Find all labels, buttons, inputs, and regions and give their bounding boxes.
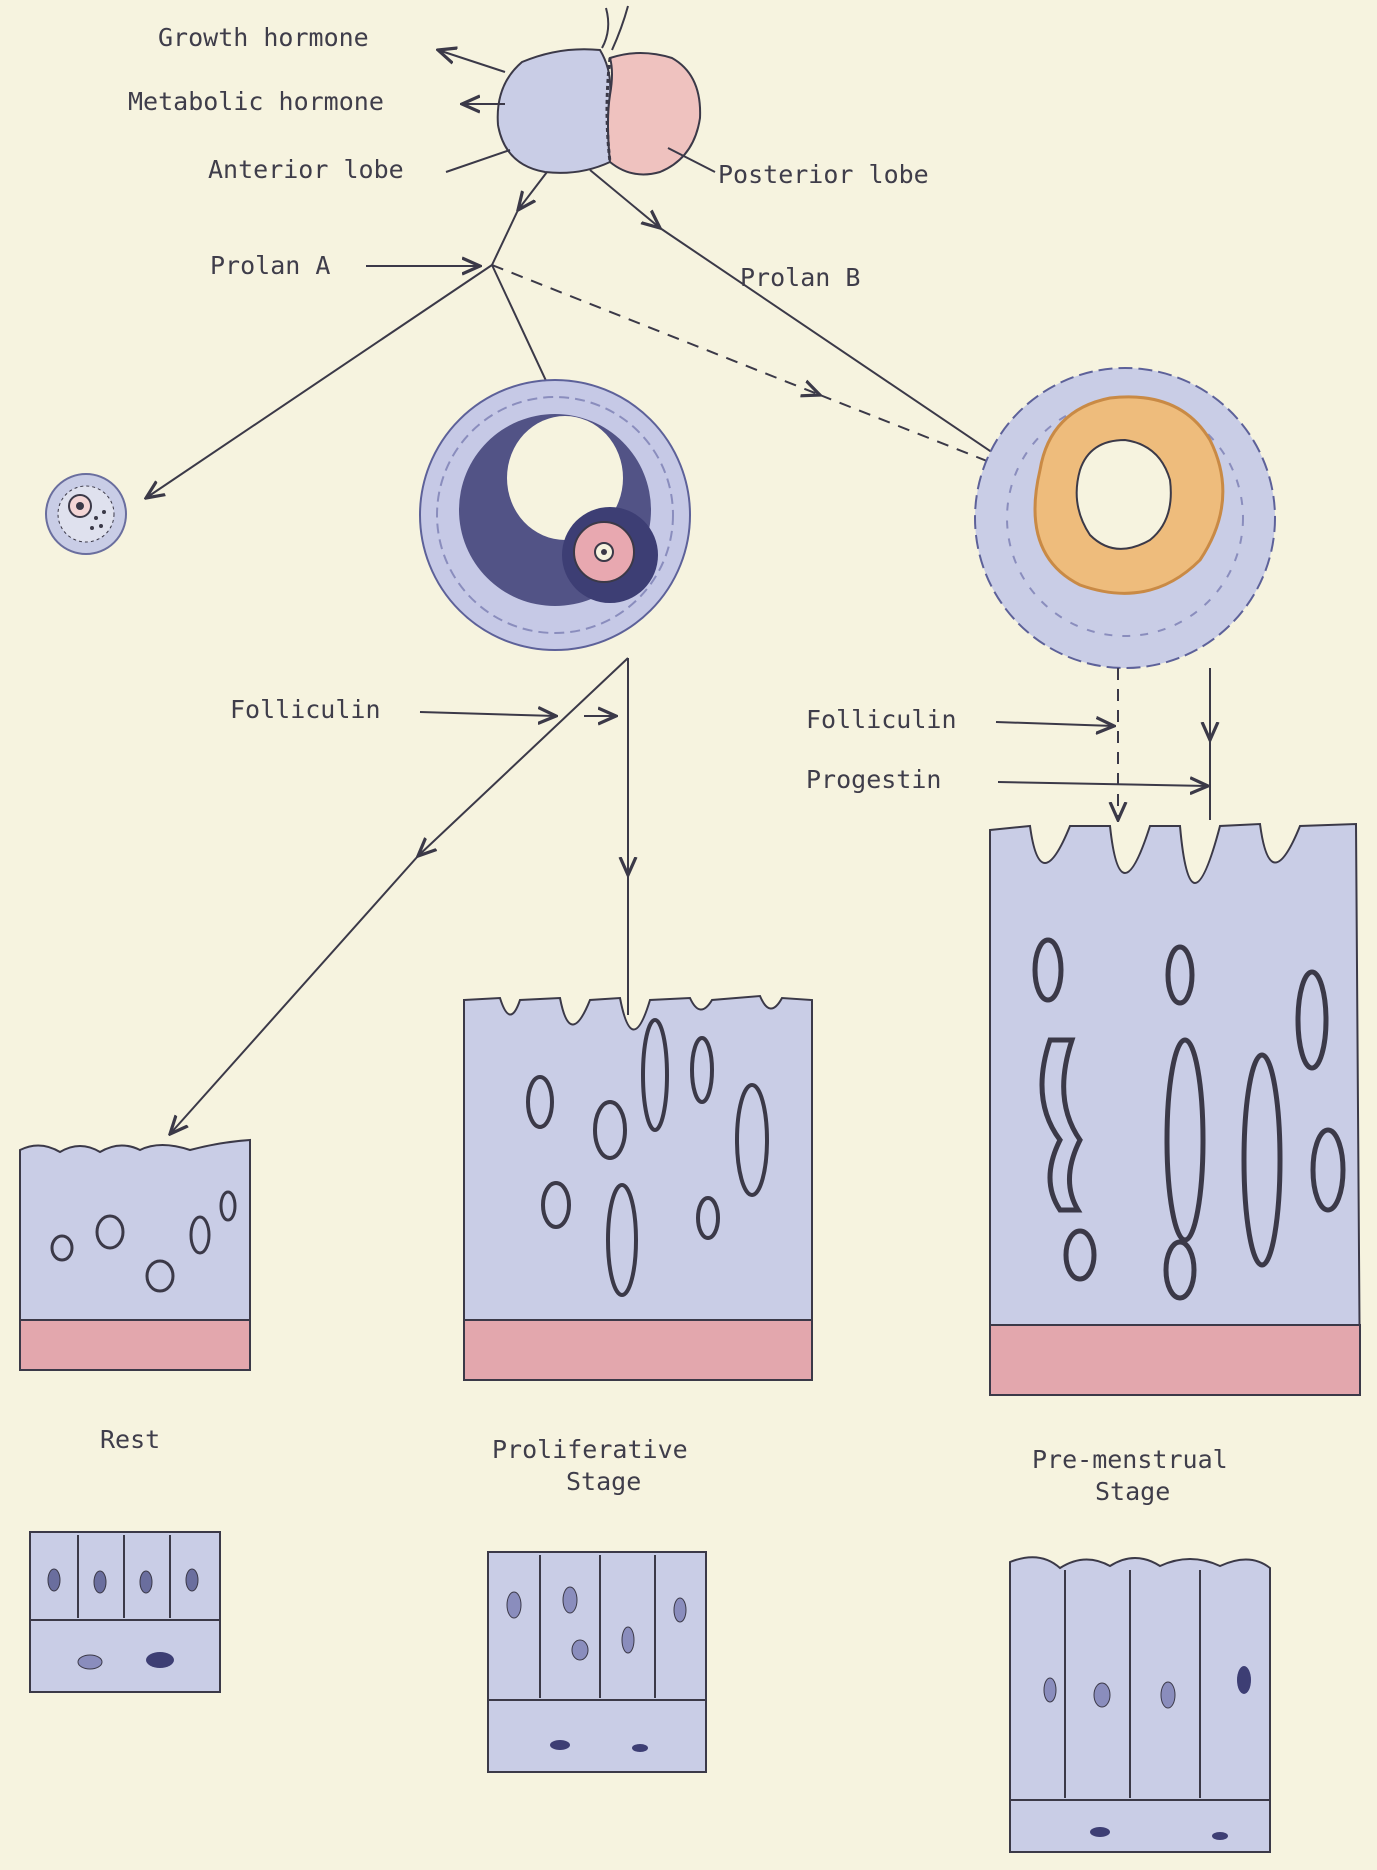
label-stage-premenstrual-1: Pre-menstrual [1032, 1445, 1228, 1474]
epithelium-premenstrual [1010, 1557, 1270, 1852]
label-folliculin-left: Folliculin [230, 695, 381, 724]
label-stage-proliferative-1: Proliferative [492, 1435, 688, 1464]
label-growth-hormone: Growth hormone [158, 23, 369, 52]
endometrium-rest [20, 1140, 250, 1370]
label-progestin: Progestin [806, 765, 941, 794]
endometrium-premenstrual [990, 824, 1360, 1395]
epithelium-proliferative [488, 1552, 706, 1772]
label-stage-proliferative-2: Stage [566, 1467, 641, 1496]
corpus-luteum [975, 368, 1275, 668]
label-anterior-lobe: Anterior lobe [208, 155, 404, 184]
endometrium-proliferative [464, 996, 812, 1380]
graafian-follicle [420, 380, 690, 650]
primordial-follicle [46, 474, 126, 554]
label-stage-rest: Rest [100, 1425, 160, 1454]
label-posterior-lobe: Posterior lobe [718, 160, 929, 189]
label-metabolic-hormone: Metabolic hormone [128, 87, 384, 116]
label-prolan-b: Prolan B [740, 263, 860, 292]
anterior-lobe [498, 49, 611, 173]
label-folliculin-right: Folliculin [806, 705, 957, 734]
epithelium-rest [30, 1532, 220, 1692]
label-stage-premenstrual-2: Stage [1095, 1477, 1170, 1506]
label-prolan-a: Prolan A [210, 251, 330, 280]
